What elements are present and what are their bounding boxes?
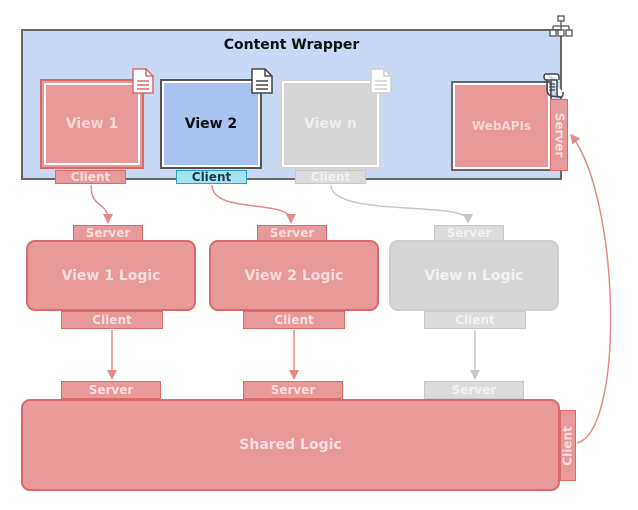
view-1-logic-client-tag: Client — [61, 311, 163, 329]
view-2-logic-server-tag: Server — [257, 225, 327, 241]
view-1-frame — [40, 79, 144, 169]
webapis-box[interactable]: WebAPIs — [451, 81, 552, 171]
arrow-viewn-to-logicn — [330, 184, 473, 224]
shared-server-tag-1: Server — [61, 381, 161, 399]
shared-logic-box[interactable]: Shared Logic — [21, 399, 560, 491]
view-n-client-tag: Client — [295, 170, 366, 184]
scroll-icon — [543, 73, 564, 98]
content-wrapper-title: Content Wrapper — [223, 37, 360, 53]
shared-server-tag-n: Server — [424, 381, 524, 399]
view-2-client-tag: Client — [176, 170, 247, 184]
webapis-server-tag: Server — [550, 99, 568, 171]
arrow-view2-to-logic2 — [211, 184, 296, 224]
view-2-logic-box[interactable]: View 2 Logic — [209, 240, 379, 311]
document-icon-red — [132, 68, 154, 94]
arrow-view1-to-logic1 — [90, 184, 113, 224]
view-n-logic-box[interactable]: View n Logic — [389, 240, 559, 311]
document-icon-grey — [370, 68, 392, 94]
view-1-logic-box[interactable]: View 1 Logic — [26, 240, 196, 311]
webapis-server-label: Server — [552, 112, 567, 158]
document-icon-dark — [251, 68, 273, 94]
view-n-logic-server-tag: Server — [434, 225, 504, 241]
view-2-logic-client-tag: Client — [243, 311, 345, 329]
view-1-logic-server-tag: Server — [73, 225, 143, 241]
arrow-shared-to-webapis — [570, 133, 612, 444]
shared-server-tag-2: Server — [243, 381, 343, 399]
view-n-box[interactable]: View n — [280, 79, 381, 169]
view-1-box[interactable]: View 1 — [42, 81, 142, 167]
view-1-client-tag: Client — [55, 170, 126, 184]
view-n-logic-client-tag: Client — [424, 311, 526, 329]
shared-client-tag: Client — [560, 410, 576, 481]
shared-client-label: Client — [561, 425, 576, 466]
view-2-box[interactable]: View 2 — [160, 79, 262, 169]
